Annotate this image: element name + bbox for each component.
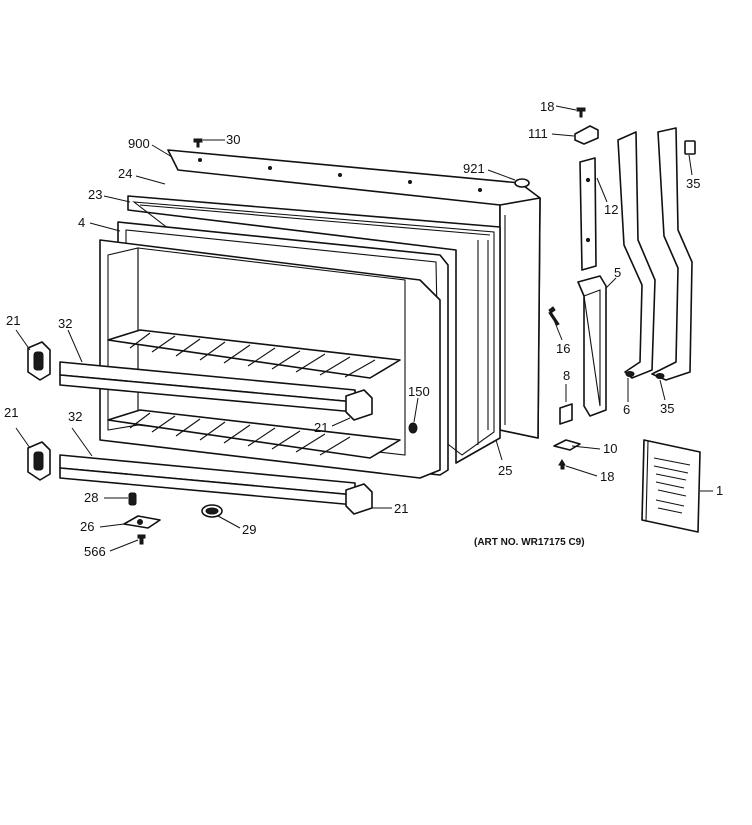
label-25: 25 — [498, 463, 512, 478]
label-32-upper: 32 — [58, 316, 72, 331]
screw-566 — [137, 534, 146, 545]
screw-18-top — [576, 107, 586, 118]
handle-6 — [617, 131, 656, 379]
spacer-8 — [559, 403, 573, 425]
screw-30 — [193, 138, 203, 148]
label-32-lower: 32 — [68, 409, 82, 424]
label-12: 12 — [604, 202, 618, 217]
label-6: 6 — [623, 402, 630, 417]
shelf-end-cap-left-lower — [27, 441, 51, 481]
label-21-left-lower: 21 — [4, 405, 18, 420]
art-number-note: (ART NO. WR17175 C9) — [474, 537, 585, 548]
bumper-28 — [128, 492, 137, 506]
hinge-plate-12 — [579, 157, 597, 271]
label-35-top: 35 — [686, 176, 700, 191]
shelf-end-cap-right-upper — [345, 389, 373, 421]
shelf-end-cap-left-upper — [27, 341, 51, 381]
hinge-10 — [553, 439, 581, 451]
label-28: 28 — [84, 490, 98, 505]
label-21-right-lower: 21 — [394, 501, 408, 516]
screw-16 — [548, 306, 560, 326]
handle-cap-35 — [684, 140, 696, 155]
label-30: 30 — [226, 132, 240, 147]
screw-18-bottom — [558, 459, 566, 470]
label-5: 5 — [614, 265, 621, 280]
label-566: 566 — [84, 544, 106, 559]
label-150: 150 — [408, 384, 430, 399]
bracket-26 — [123, 515, 161, 529]
label-921: 921 — [463, 161, 485, 176]
label-26: 26 — [80, 519, 94, 534]
label-1: 1 — [716, 483, 723, 498]
label-21-left-upper: 21 — [6, 313, 20, 328]
shelf-end-cap-right-lower — [345, 483, 373, 515]
door-outer-panel — [167, 149, 541, 439]
label-18-top: 18 — [540, 99, 554, 114]
door-inner-liner — [99, 239, 441, 479]
label-16: 16 — [556, 341, 570, 356]
instruction-booklet — [641, 439, 701, 533]
shelf-bar-lower — [59, 454, 356, 506]
label-23: 23 — [88, 187, 102, 202]
label-35-bottom: 35 — [660, 401, 674, 416]
label-10: 10 — [603, 441, 617, 456]
plug-29 — [201, 504, 223, 518]
label-24: 24 — [118, 166, 132, 181]
leader-lines — [15, 105, 713, 552]
hinge-pin-bracket-111 — [574, 125, 599, 145]
handle-35 — [651, 127, 693, 381]
label-8: 8 — [563, 368, 570, 383]
label-21-right-upper: 21 — [314, 420, 328, 435]
label-4: 4 — [78, 215, 85, 230]
label-111: 111 — [528, 126, 548, 141]
hinge-bracket-5 — [577, 275, 607, 417]
label-18-bottom: 18 — [600, 469, 614, 484]
label-29: 29 — [242, 522, 256, 537]
label-900: 900 — [128, 136, 150, 151]
plug-150 — [408, 422, 418, 434]
